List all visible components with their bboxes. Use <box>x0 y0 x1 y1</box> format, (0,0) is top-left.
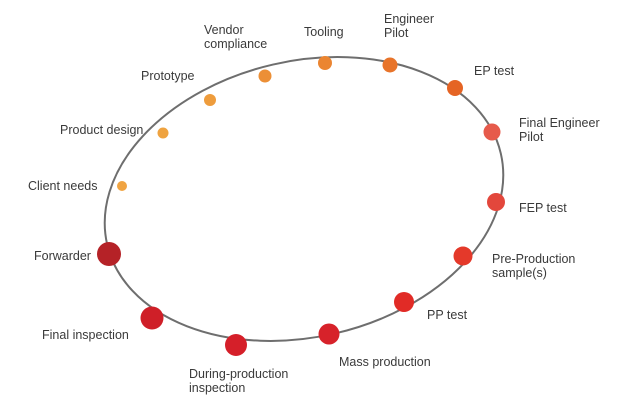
stage-node-client-needs <box>117 181 127 191</box>
stage-node-pre-production-sample-s <box>453 246 473 266</box>
stage-label-line: Pilot <box>384 26 409 40</box>
stage-label-forwarder: Forwarder <box>34 249 91 263</box>
stage-label-line: Prototype <box>141 69 195 83</box>
stage-label-line: sample(s) <box>492 266 547 280</box>
stage-label-line: FEP test <box>519 201 567 215</box>
stage-label-product-design: Product design <box>60 123 143 137</box>
stage-label-line: Final Engineer <box>519 116 600 130</box>
stage-label-prototype: Prototype <box>141 69 195 83</box>
stage-label-client-needs: Client needs <box>28 179 98 193</box>
stage-node-mass-production <box>318 323 340 345</box>
stage-label-pp-test: PP test <box>427 308 468 322</box>
stage-label-line: Mass production <box>339 355 431 369</box>
stage-node-during-production-inspection <box>225 334 247 356</box>
stage-label-line: Pilot <box>519 130 544 144</box>
stage-node-vendor-compliance <box>258 69 272 83</box>
stage-label-line: Vendor <box>204 23 244 37</box>
stage-label-tooling: Tooling <box>304 25 344 39</box>
stage-label-line: Client needs <box>28 179 98 193</box>
stage-label-line: Product design <box>60 123 143 137</box>
stage-node-product-design <box>157 127 169 139</box>
stage-node-tooling <box>318 56 332 70</box>
stage-label-fep-test: FEP test <box>519 201 567 215</box>
stage-label-line: During-production <box>189 367 288 381</box>
stage-node-final-engineer-pilot <box>483 123 501 141</box>
stage-label-line: EP test <box>474 64 515 78</box>
stage-label-line: Final inspection <box>42 328 129 342</box>
stage-label-line: Forwarder <box>34 249 91 263</box>
stage-node-pp-test <box>394 292 414 312</box>
stage-label-mass-production: Mass production <box>339 355 431 369</box>
stage-label-line: compliance <box>204 37 267 51</box>
stage-label-line: Tooling <box>304 25 344 39</box>
stage-label-line: Pre-Production <box>492 252 575 266</box>
stage-node-forwarder <box>97 242 121 266</box>
stage-label-line: Engineer <box>384 12 434 26</box>
stage-node-fep-test <box>487 193 505 211</box>
stage-label-line: inspection <box>189 381 245 395</box>
stage-label-line: PP test <box>427 308 468 322</box>
stage-node-final-inspection <box>140 306 164 330</box>
stage-node-ep-test <box>447 80 463 96</box>
stage-label-final-inspection: Final inspection <box>42 328 129 342</box>
stage-node-prototype <box>204 94 216 106</box>
stage-node-engineer-pilot <box>382 57 398 73</box>
stage-label-ep-test: EP test <box>474 64 515 78</box>
